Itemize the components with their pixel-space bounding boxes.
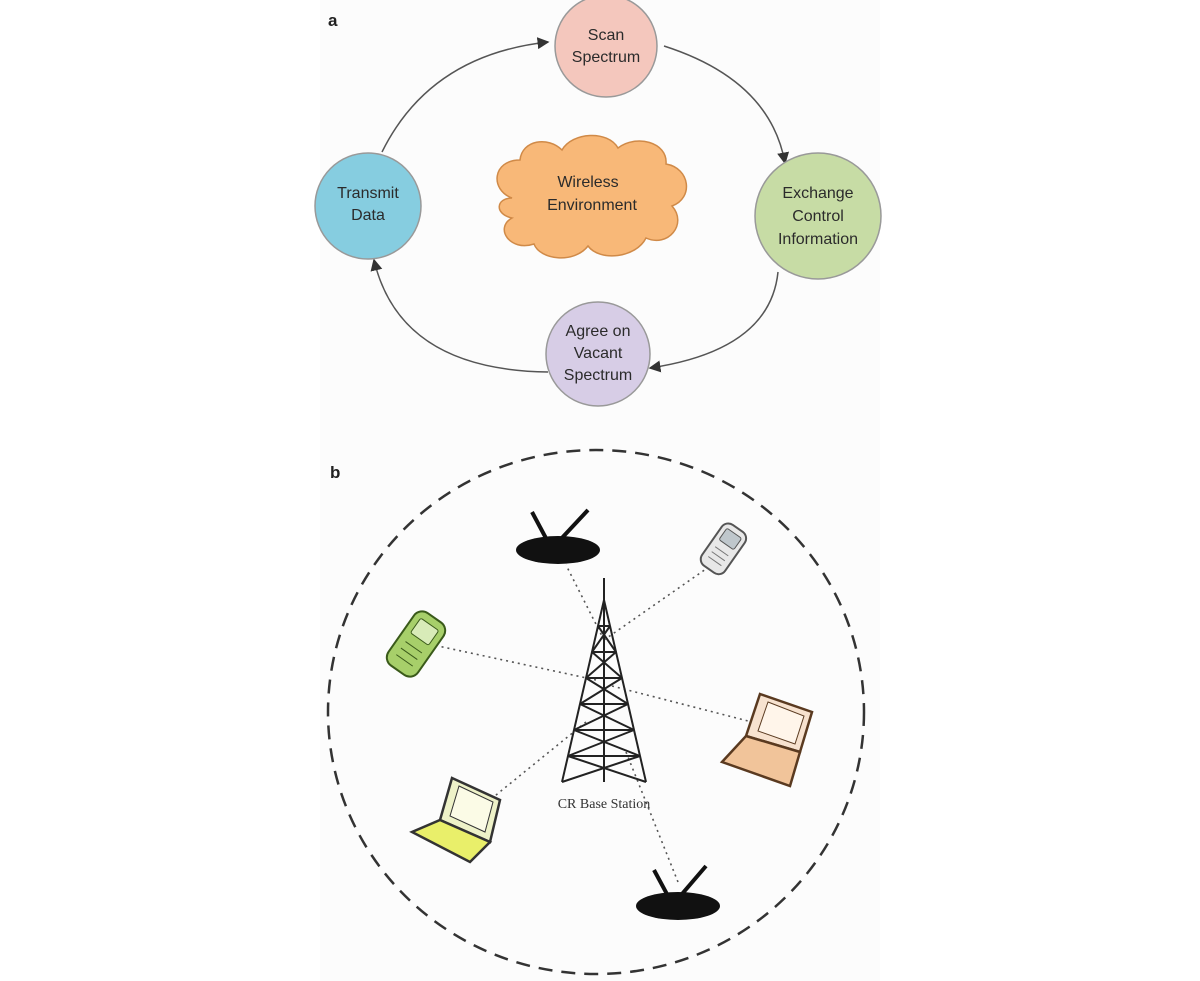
base-station-label: CR Base Station [558, 797, 651, 812]
coverage-area-boundary [326, 448, 866, 976]
arrow-scan-to-exchange [663, 45, 790, 165]
panel-b-label: b [330, 463, 340, 482]
cloud-label-line-2: Environment [547, 197, 637, 214]
node-transmit-line-1: Transmit [337, 185, 399, 202]
satellite-dish-icon [636, 864, 720, 920]
node-transmit-line-2: Data [351, 207, 385, 224]
node-transmit-data: Transmit Data [314, 152, 422, 260]
node-agree-vacant-spectrum: Agree on Vacant Spectrum [545, 301, 651, 407]
node-scan-line-1: Scan [588, 27, 624, 44]
node-agree-line-2: Vacant [574, 345, 623, 362]
cycle-arrows [370, 37, 790, 373]
satellite-dish-icon [516, 508, 600, 564]
node-scan-spectrum: Scan Spectrum [554, 0, 658, 98]
node-exchange-control-information: Exchange Control Information [754, 152, 882, 280]
link-dish-top [565, 564, 605, 641]
cloud-label-line-1: Wireless [557, 174, 618, 191]
wireless-links [437, 561, 753, 883]
panel-a-label: a [328, 11, 338, 30]
wireless-environment-cloud: Wireless Environment [496, 134, 688, 259]
link-laptop-orange [611, 685, 753, 723]
node-exchange-line-1: Exchange [782, 185, 853, 202]
mobile-phone-icon [385, 610, 447, 678]
mobile-phone-icon [699, 522, 748, 576]
node-exchange-line-2: Control [792, 208, 844, 225]
laptop-icon [719, 692, 814, 788]
base-station-tower-icon [561, 578, 647, 783]
node-agree-line-3: Spectrum [564, 367, 632, 384]
node-scan-line-2: Spectrum [572, 49, 640, 66]
node-agree-line-1: Agree on [566, 323, 631, 340]
arrow-agree-to-transmit [370, 258, 549, 373]
laptop-icon [409, 776, 502, 864]
arrow-exchange-to-agree [648, 271, 779, 373]
node-exchange-line-3: Information [778, 231, 858, 248]
arrow-transmit-to-scan [381, 37, 550, 153]
